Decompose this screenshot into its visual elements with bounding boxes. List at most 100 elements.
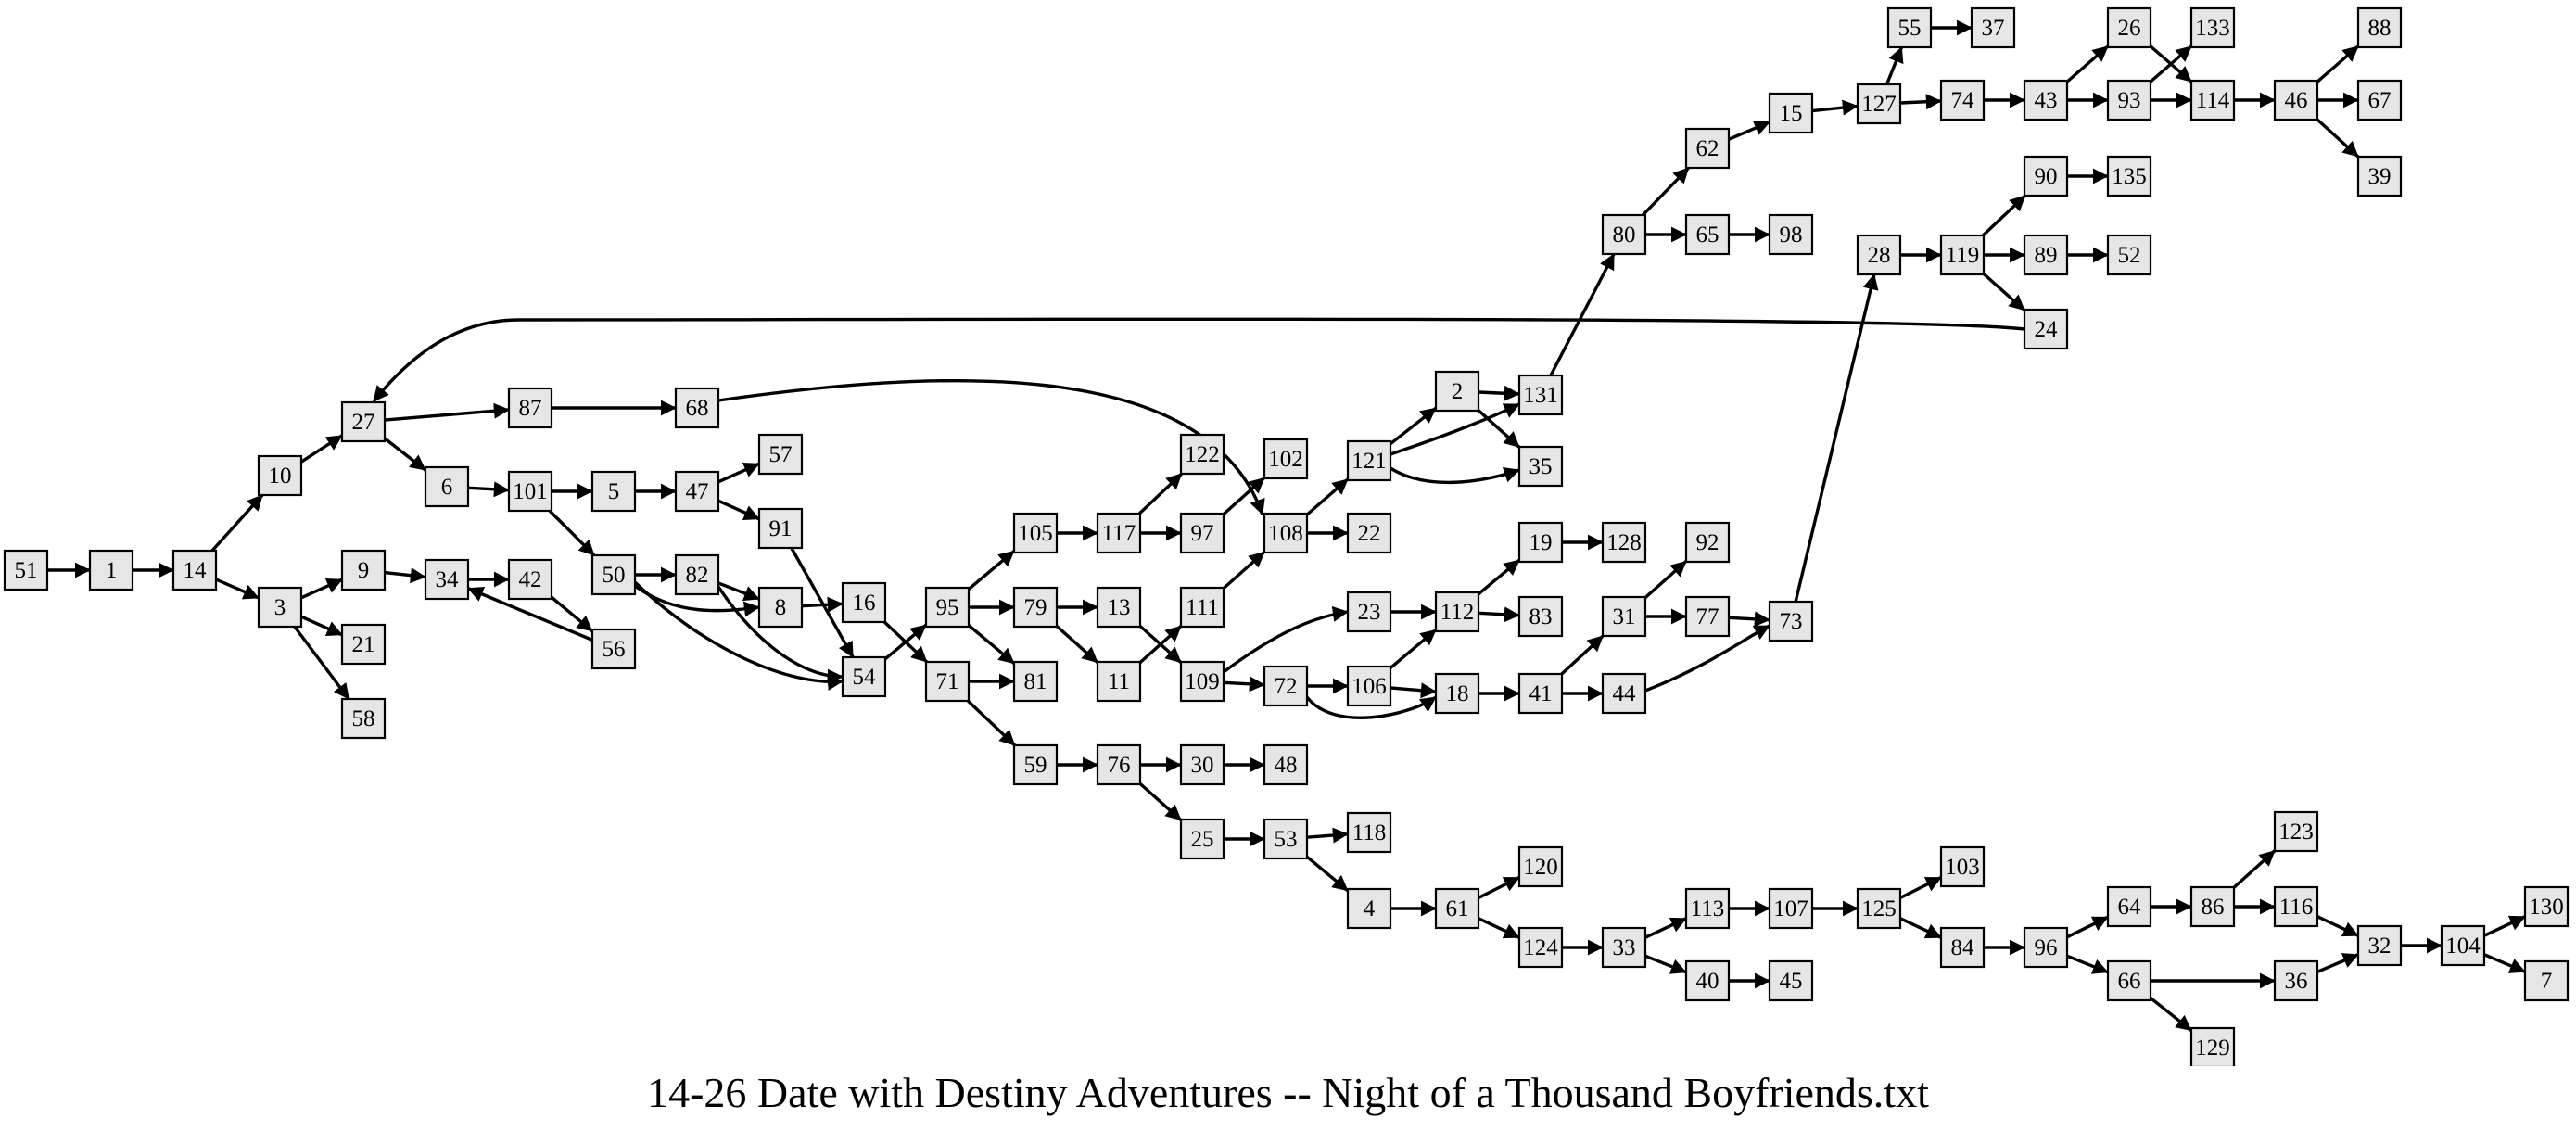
node-50: 50 — [590, 553, 637, 596]
node-box-87 — [507, 387, 553, 429]
node-64: 64 — [2106, 885, 2152, 928]
node-1: 1 — [88, 549, 134, 591]
node-label-11: 11 — [1108, 669, 1130, 694]
node-label-14: 14 — [184, 558, 208, 583]
node-label-128: 128 — [1606, 530, 1642, 555]
node-57: 57 — [757, 433, 804, 476]
node-129: 129 — [2189, 1026, 2236, 1066]
edge-106-to-18 — [1390, 682, 1437, 699]
node-box-130 — [2523, 885, 2570, 928]
node-box-23 — [1346, 591, 1392, 633]
node-box-51 — [3, 549, 49, 591]
edge-43-to-26 — [2065, 44, 2110, 83]
node-label-122: 122 — [1185, 442, 1220, 467]
node-box-59 — [1012, 743, 1059, 786]
node-16: 16 — [841, 581, 887, 624]
edge-42-to-56 — [550, 595, 594, 633]
node-52: 52 — [2106, 234, 2152, 276]
node-95: 95 — [924, 586, 971, 629]
node-123: 123 — [2273, 810, 2319, 853]
node-label-72: 72 — [1275, 674, 1298, 699]
node-box-73 — [1768, 600, 1814, 642]
edges-layer — [47, 19, 2526, 1032]
node-35: 35 — [1517, 445, 1564, 488]
node-label-6: 6 — [441, 475, 453, 500]
node-46: 46 — [2273, 79, 2319, 121]
edge-47-to-57 — [717, 462, 760, 484]
node-box-89 — [2023, 234, 2069, 276]
node-133: 133 — [2189, 6, 2236, 49]
node-61: 61 — [1434, 887, 1480, 930]
node-label-32: 32 — [2368, 934, 2392, 959]
node-box-39 — [2356, 155, 2403, 197]
node-25: 25 — [1179, 818, 1225, 860]
node-label-79: 79 — [1024, 595, 1047, 620]
node-box-24 — [2023, 308, 2069, 350]
node-box-40 — [1684, 959, 1731, 1002]
node-box-103 — [1939, 845, 1986, 888]
node-label-18: 18 — [1446, 681, 1469, 706]
node-label-104: 104 — [2445, 934, 2481, 959]
edge-2-to-35 — [1477, 409, 1521, 449]
node-box-47 — [674, 470, 720, 513]
node-box-2 — [1434, 370, 1480, 413]
node-label-31: 31 — [1613, 604, 1636, 629]
edge-46-to-88 — [2316, 44, 2360, 83]
node-56: 56 — [590, 628, 637, 670]
node-65: 65 — [1684, 213, 1731, 256]
node-box-54 — [841, 655, 887, 698]
node-label-40: 40 — [1696, 969, 1719, 994]
node-83: 83 — [1517, 595, 1564, 638]
node-label-89: 89 — [2035, 243, 2058, 268]
node-96: 96 — [2023, 926, 2069, 969]
node-131: 131 — [1517, 374, 1564, 416]
node-label-53: 53 — [1275, 827, 1298, 852]
node-label-125: 125 — [1861, 896, 1897, 921]
node-label-36: 36 — [2285, 969, 2308, 994]
node-box-107 — [1768, 887, 1814, 930]
node-42: 42 — [507, 558, 553, 601]
node-111: 111 — [1179, 586, 1225, 629]
node-box-93 — [2106, 79, 2152, 121]
node-48: 48 — [1263, 743, 1309, 786]
node-19: 19 — [1517, 521, 1564, 564]
node-3: 3 — [257, 586, 303, 629]
node-67: 67 — [2356, 79, 2403, 121]
node-box-125 — [1856, 887, 1902, 930]
edge-27-to-87 — [384, 402, 510, 422]
edge-125-to-103 — [1899, 875, 1942, 900]
node-label-46: 46 — [2285, 88, 2308, 113]
node-81: 81 — [1012, 660, 1059, 703]
node-label-43: 43 — [2035, 88, 2058, 113]
node-label-97: 97 — [1191, 521, 1214, 546]
edge-72-to-18 — [1305, 695, 1437, 719]
node-107: 107 — [1768, 887, 1814, 930]
node-117: 117 — [1096, 512, 1142, 554]
node-label-13: 13 — [1108, 595, 1131, 620]
node-68: 68 — [674, 387, 720, 429]
edge-47-to-91 — [717, 499, 760, 521]
node-label-81: 81 — [1024, 669, 1047, 694]
node-108: 108 — [1263, 512, 1309, 554]
node-box-34 — [424, 558, 470, 601]
edge-68-to-108 — [717, 378, 1265, 515]
node-label-127: 127 — [1861, 92, 1897, 117]
node-box-58 — [340, 697, 387, 740]
node-11: 11 — [1096, 660, 1142, 703]
node-97: 97 — [1179, 512, 1225, 554]
node-box-11 — [1096, 660, 1142, 703]
node-90: 90 — [2023, 155, 2069, 197]
node-label-7: 7 — [2541, 969, 2553, 994]
node-14: 14 — [171, 549, 218, 591]
node-box-35 — [1517, 445, 1564, 488]
edge-14-to-10 — [210, 493, 264, 553]
node-label-73: 73 — [1780, 609, 1803, 634]
edge-31-to-92 — [1643, 560, 1688, 599]
node-box-48 — [1263, 743, 1309, 786]
node-label-5: 5 — [608, 479, 620, 504]
node-label-22: 22 — [1358, 521, 1381, 546]
edge-109-to-23 — [1222, 605, 1349, 674]
node-44: 44 — [1601, 672, 1647, 715]
node-40: 40 — [1684, 959, 1731, 1002]
node-31: 31 — [1601, 595, 1647, 638]
